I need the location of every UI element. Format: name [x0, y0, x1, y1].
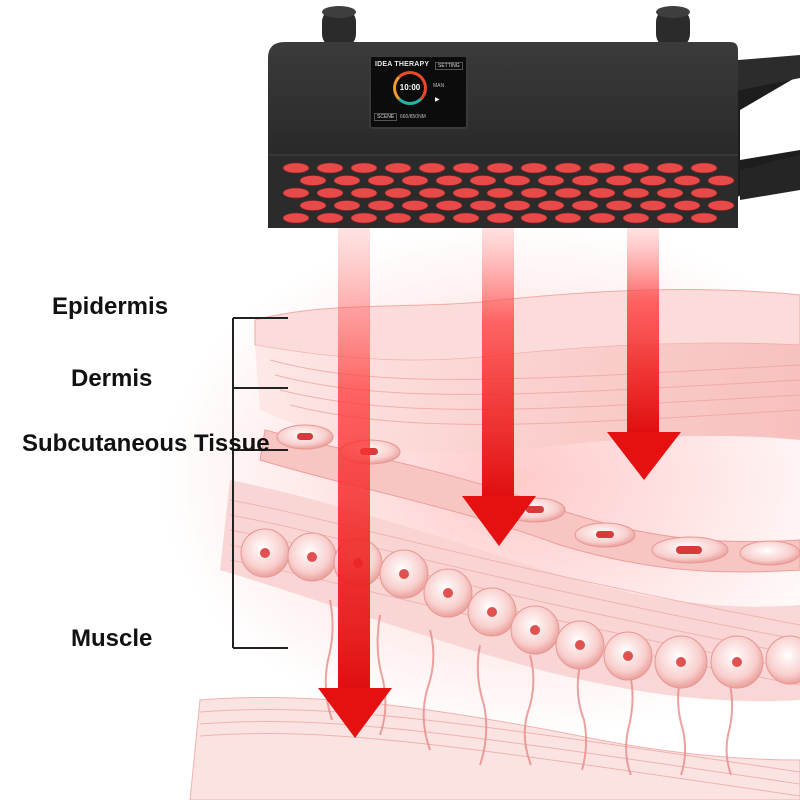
led-light	[469, 200, 497, 211]
led-light	[656, 162, 684, 174]
led-light	[639, 175, 667, 186]
play-icon[interactable]: ▶	[435, 97, 440, 103]
led-light	[486, 187, 514, 199]
led-light	[299, 200, 327, 211]
label-epidermis: Epidermis	[52, 293, 169, 320]
led-light	[571, 175, 599, 186]
scene-button[interactable]: SCENE	[374, 113, 398, 121]
led-light	[418, 187, 446, 199]
led-light	[571, 200, 599, 211]
led-light	[350, 187, 378, 199]
led-light	[673, 175, 701, 186]
led-light	[690, 187, 718, 199]
led-light	[622, 187, 650, 199]
led-light	[588, 212, 616, 224]
led-light	[401, 200, 429, 211]
led-light	[384, 212, 412, 224]
led-light	[707, 175, 735, 186]
led-light	[486, 162, 514, 174]
led-light	[316, 187, 344, 199]
led-light	[707, 200, 735, 211]
led-light	[605, 175, 633, 186]
led-light	[384, 187, 412, 199]
led-light	[333, 175, 361, 186]
device-display[interactable]: IDEA THERAPY SETTING 10:00 MAN ▶ SCENE 6…	[369, 55, 468, 129]
led-light	[367, 175, 395, 186]
led-light	[588, 187, 616, 199]
led-light	[384, 162, 412, 174]
brand-logo-text: IDEA THERAPY	[375, 61, 430, 68]
led-light	[520, 212, 548, 224]
beam-middle-arrow	[462, 228, 536, 546]
led-light	[520, 187, 548, 199]
led-light	[503, 200, 531, 211]
led-light	[554, 162, 582, 174]
timer-readout: 10:00	[399, 83, 421, 92]
led-light	[299, 175, 327, 186]
device-knobs	[322, 6, 690, 48]
led-light	[520, 162, 548, 174]
led-light	[435, 175, 463, 186]
led-light	[435, 200, 463, 211]
led-light	[605, 200, 633, 211]
led-light	[656, 212, 684, 224]
led-light	[452, 187, 480, 199]
mode-label: MAN	[433, 83, 445, 89]
wavelength-label: 660/850NM	[400, 114, 426, 120]
led-light	[282, 212, 310, 224]
layer-bracket	[232, 317, 288, 649]
setting-button[interactable]: SETTING	[435, 62, 463, 70]
led-light	[537, 175, 565, 186]
led-light	[401, 175, 429, 186]
led-light	[588, 162, 616, 174]
led-light	[452, 162, 480, 174]
led-light	[418, 212, 446, 224]
led-light	[622, 212, 650, 224]
led-light	[690, 212, 718, 224]
led-light	[503, 175, 531, 186]
beam-left-arrow	[318, 228, 392, 738]
led-light	[656, 187, 684, 199]
timer-ring	[393, 71, 427, 105]
led-light	[622, 162, 650, 174]
light-beams	[318, 228, 681, 738]
led-array	[282, 162, 735, 224]
led-light	[469, 175, 497, 186]
beam-right-arrow	[607, 228, 681, 480]
label-muscle: Muscle	[71, 625, 153, 652]
led-light	[486, 212, 514, 224]
led-light	[690, 162, 718, 174]
led-light	[316, 212, 344, 224]
led-light	[350, 162, 378, 174]
led-light	[367, 200, 395, 211]
led-light	[452, 212, 480, 224]
led-light	[418, 162, 446, 174]
led-light	[639, 200, 667, 211]
led-light	[282, 187, 310, 199]
led-light	[554, 187, 582, 199]
label-subcutaneous-tissue: Subcutaneous Tissue	[22, 430, 270, 457]
led-light	[554, 212, 582, 224]
light-panel	[268, 42, 738, 228]
led-light	[350, 212, 378, 224]
led-light	[333, 200, 361, 211]
led-light	[316, 162, 344, 174]
led-light	[673, 200, 701, 211]
label-dermis: Dermis	[71, 365, 153, 392]
led-light	[537, 200, 565, 211]
led-light	[282, 162, 310, 174]
